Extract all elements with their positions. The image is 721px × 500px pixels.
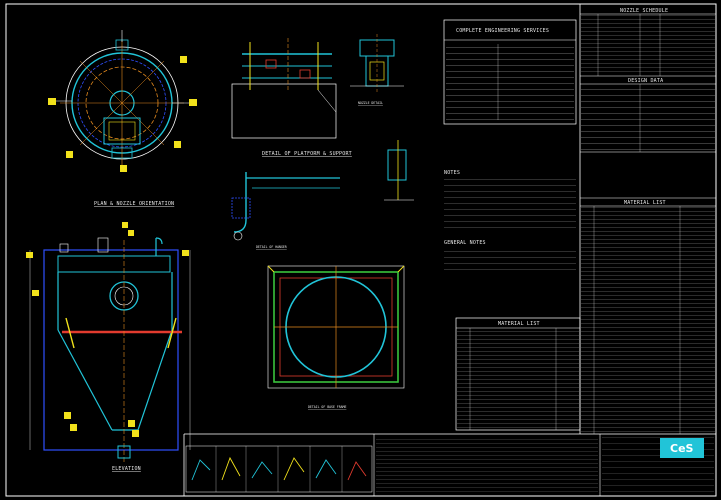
- right-column-tables: NOZZLE SCHEDULE DESIGN DATA MATERIAL LIS…: [579, 4, 716, 434]
- general-notes-heading: GENERAL NOTES: [444, 240, 486, 246]
- top-plan-title: PLAN & NOZZLE ORIENTATION: [94, 201, 174, 207]
- sheet-border: [5, 3, 717, 497]
- company-logo: [660, 438, 704, 458]
- elevation-title: ELEVATION: [112, 466, 141, 472]
- material-list-center-title: MATERIAL LIST: [498, 321, 540, 327]
- elevation-view: ELEVATION: [26, 222, 191, 472]
- nozzle-detail-title: NOZZLE DETAIL: [358, 101, 383, 105]
- top-plan-view: PLAN & NOZZLE ORIENTATION: [48, 30, 197, 207]
- notes-block: NOTES GENERAL NOTES: [444, 170, 576, 270]
- design-data-title: DESIGN DATA: [628, 78, 663, 84]
- title-strip: CeS: [183, 433, 716, 496]
- nozzle-schedule-title: NOZZLE SCHEDULE: [620, 8, 668, 14]
- base-frame-title: DETAIL OF BASE FRAME: [308, 405, 346, 409]
- company-title: COMPLETE ENGINEERING SERVICES: [456, 28, 549, 34]
- platform-title: DETAIL OF PLATFORM & SUPPORT: [262, 151, 352, 157]
- nozzle-detail-view: NOZZLE DETAIL: [350, 34, 404, 105]
- material-list-center: MATERIAL LIST: [455, 317, 581, 431]
- company-block: COMPLETE ENGINEERING SERVICES: [443, 19, 577, 125]
- hanger-detail-view: DETAIL OF HANGER: [231, 140, 414, 249]
- hanger-title: DETAIL OF HANGER: [256, 245, 287, 249]
- base-frame-view: DETAIL OF BASE FRAME: [267, 265, 405, 409]
- material-list-right-title: MATERIAL LIST: [624, 200, 666, 206]
- logo-text: CeS: [670, 442, 694, 455]
- platform-support-view: DETAIL OF PLATFORM & SUPPORT: [231, 38, 352, 157]
- small-clip-detail: [384, 140, 414, 201]
- notes-heading: NOTES: [444, 170, 460, 176]
